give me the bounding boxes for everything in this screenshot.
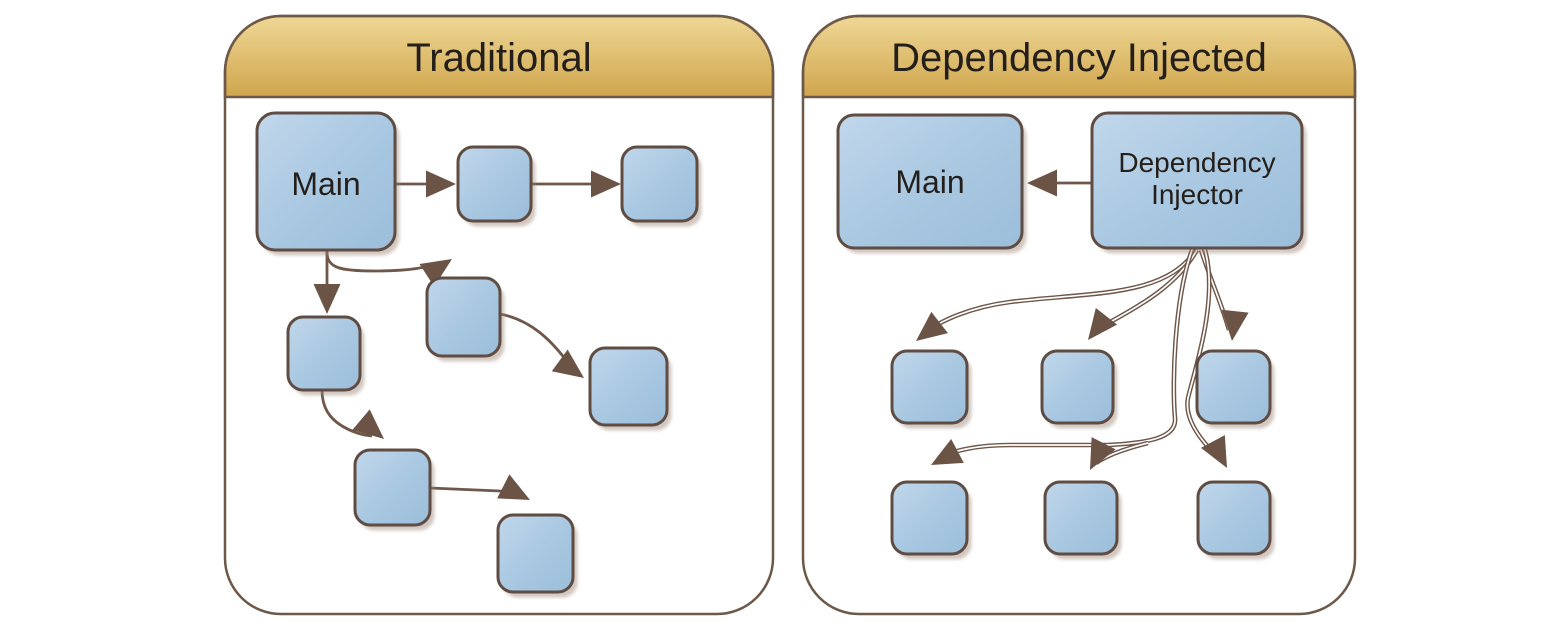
- arrowhead-icon: [916, 311, 948, 341]
- node-di-box-1: [890, 349, 969, 425]
- arrowhead-icon: [1200, 435, 1227, 468]
- node-injector-label-line2: Injector: [1151, 179, 1243, 210]
- arrowhead-icon: [931, 438, 964, 465]
- arrowhead-icon: [497, 474, 530, 500]
- traditional-nodes: Main: [255, 111, 702, 598]
- di-panel-border: [801, 14, 1357, 616]
- edge-injector-to-box6-inner: [1186, 249, 1220, 459]
- node-di-box-3: [1195, 349, 1272, 425]
- arrowhead-icon: [352, 409, 384, 439]
- arrowhead-icon: [1090, 437, 1116, 470]
- node-di-box-5: [1043, 480, 1119, 556]
- node-box-7: [496, 513, 575, 594]
- traditional-panel-border: [223, 14, 775, 616]
- node-main-right-label: Main: [895, 164, 964, 200]
- edge-box3-to-box6: [320, 389, 373, 438]
- arrowhead-icon: [551, 349, 584, 378]
- arrowhead-icon: [1221, 309, 1249, 341]
- traditional-title: Traditional: [406, 36, 591, 80]
- arrowhead-icon: [419, 259, 452, 287]
- edge-injector-to-box1-inner: [921, 249, 1197, 336]
- node-box-4: [425, 276, 502, 358]
- arrowhead-icon: [313, 284, 341, 314]
- node-di-box-6: [1196, 480, 1272, 556]
- traditional-panel: Traditional Main: [223, 14, 775, 616]
- node-main: [255, 111, 397, 252]
- di-title: Dependency Injected: [891, 36, 1267, 80]
- node-di-box-4: [890, 480, 969, 556]
- node-box-6: [353, 448, 432, 527]
- node-di-box-2: [1040, 349, 1115, 425]
- node-box-1: [456, 145, 533, 223]
- arrowhead-icon: [1088, 308, 1118, 340]
- node-injector-label-line1: Dependency: [1118, 147, 1275, 178]
- arrowhead-icon: [591, 170, 621, 198]
- di-nodes: Main Dependency Injector: [836, 111, 1307, 560]
- arrowhead-icon: [426, 170, 456, 198]
- node-main-right: [836, 113, 1024, 250]
- traditional-edges: [313, 170, 621, 500]
- arrowhead-icon: [1027, 169, 1057, 197]
- edge-injector-to-box4-inner: [937, 249, 1193, 460]
- dependency-injected-panel: Dependency Injected: [801, 14, 1357, 616]
- node-dependency-injector: [1090, 111, 1304, 250]
- node-main-label: Main: [291, 166, 360, 202]
- node-box-2: [620, 145, 699, 223]
- node-box-5: [588, 346, 669, 427]
- node-box-3: [286, 315, 362, 392]
- di-fan-edges: [916, 248, 1249, 470]
